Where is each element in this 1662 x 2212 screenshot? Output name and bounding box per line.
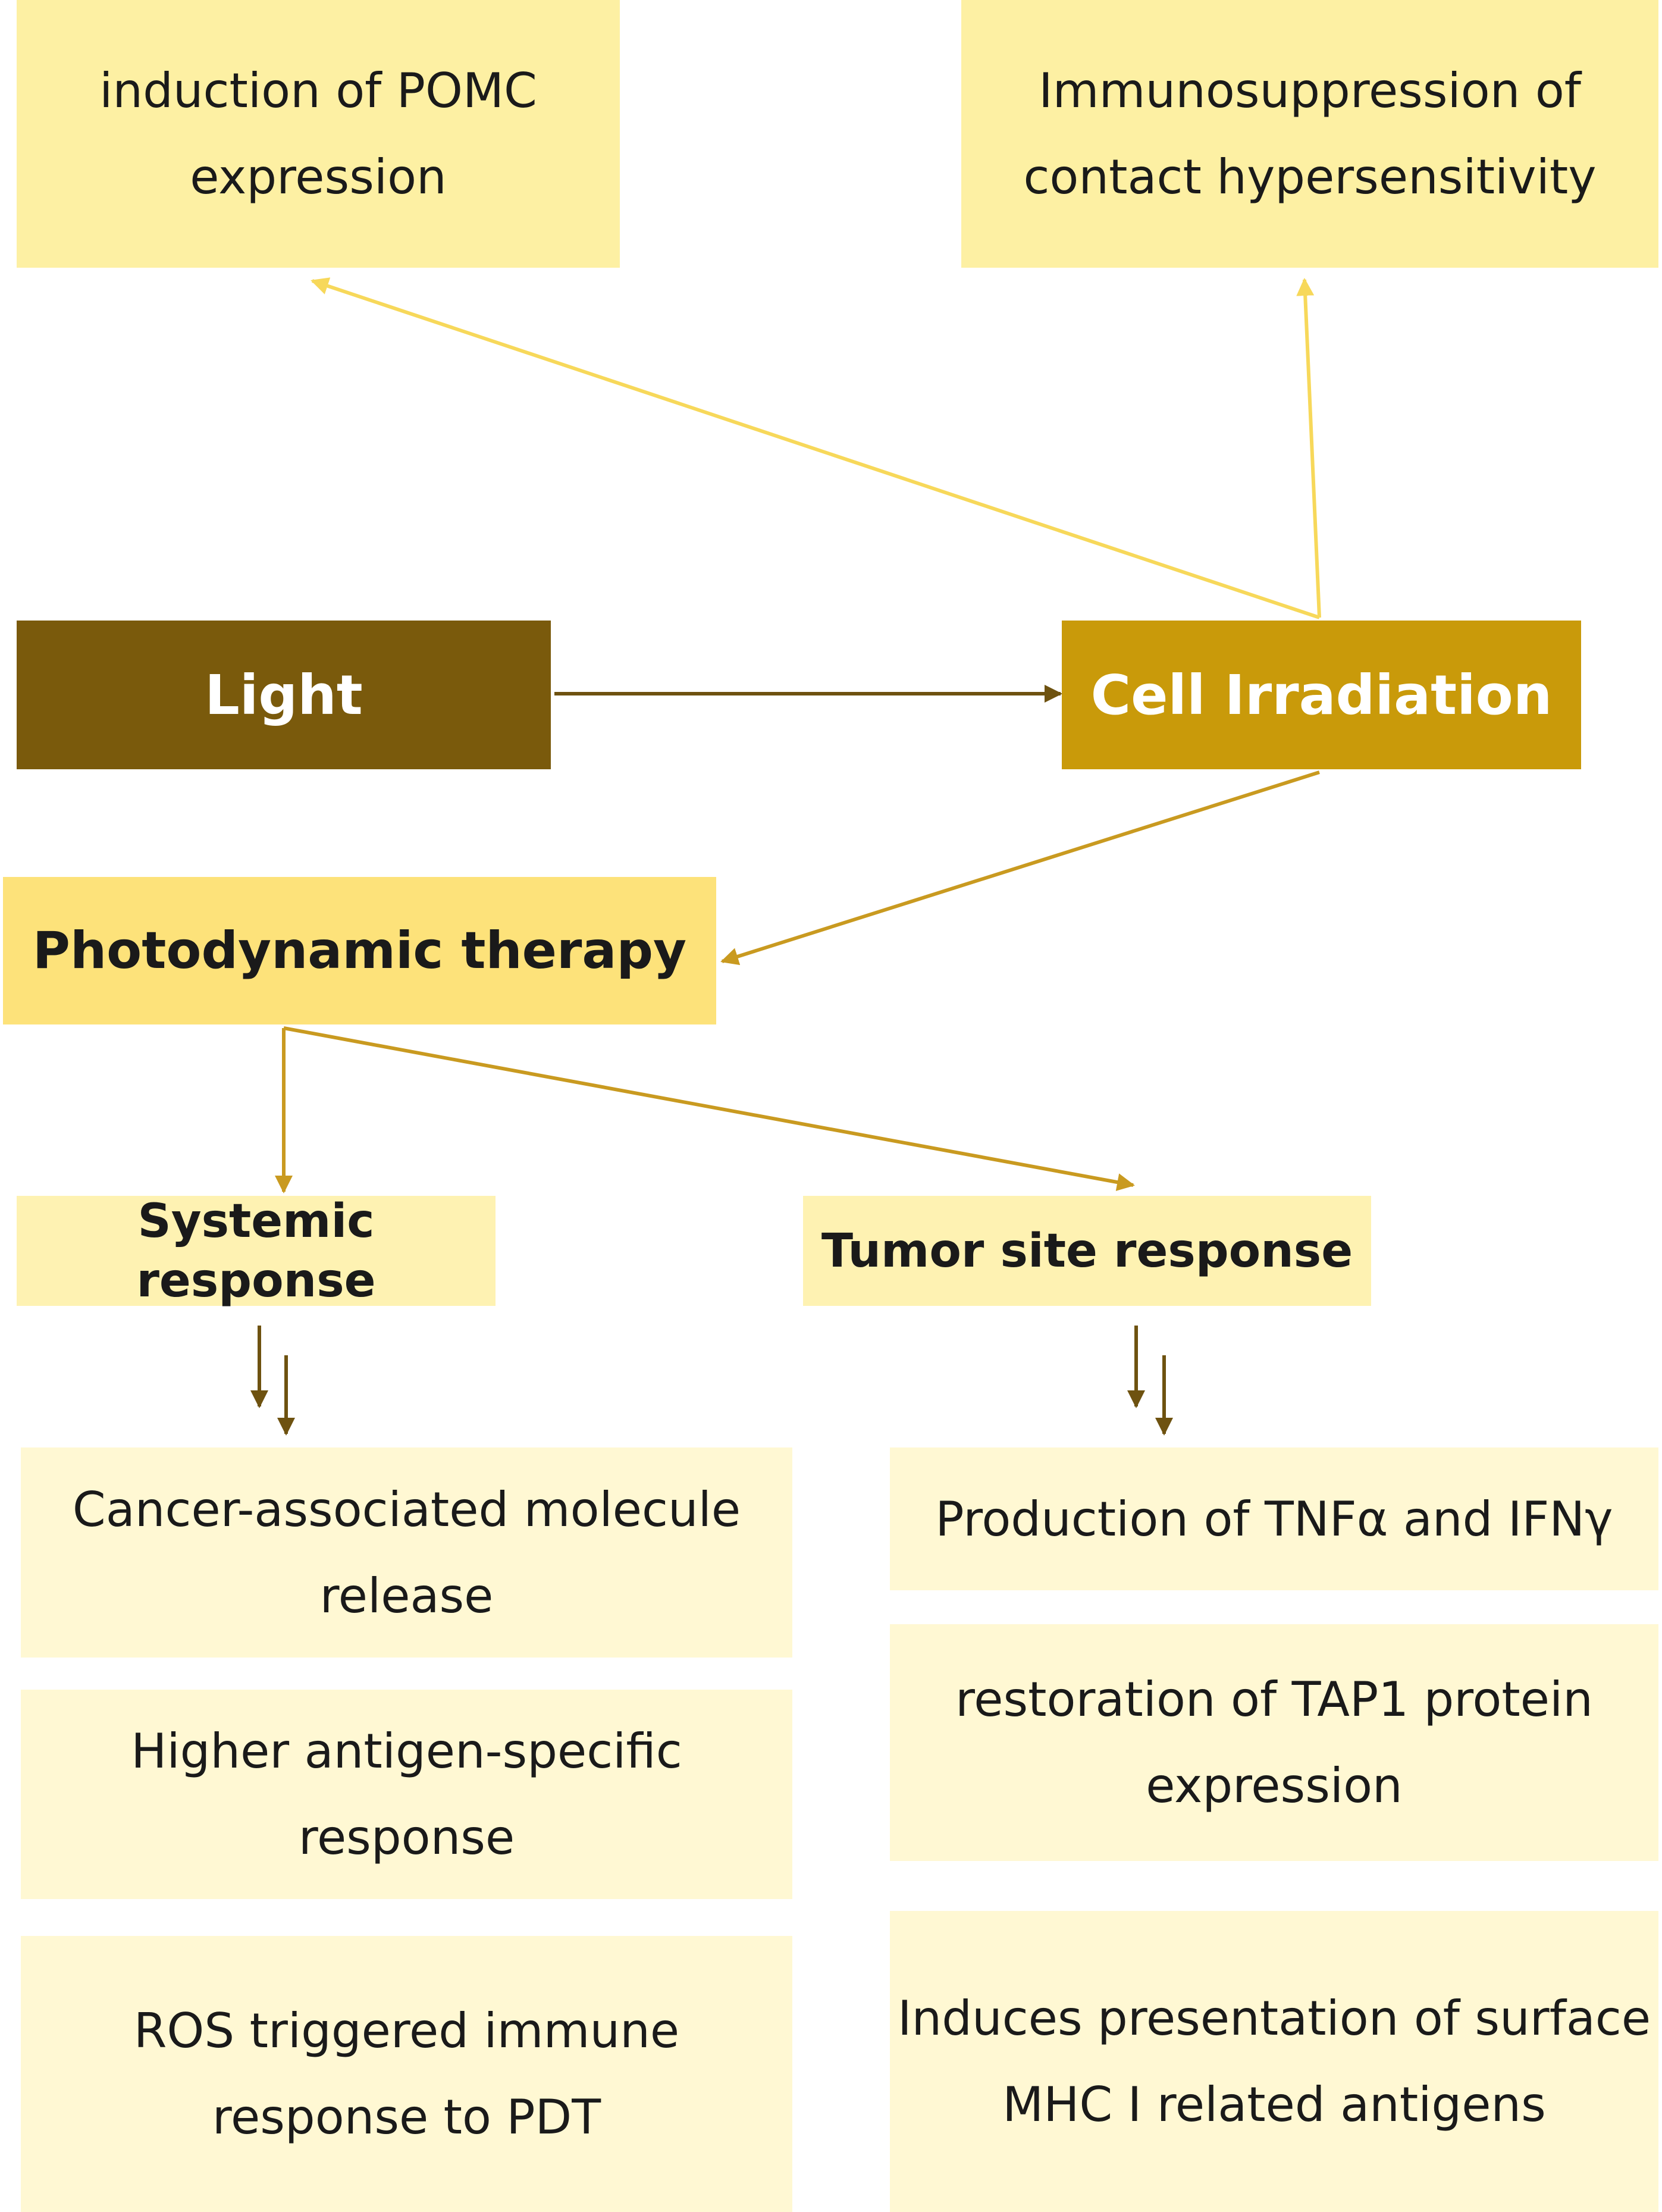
- arrow-irradiation-to-pomc: [311, 277, 1320, 619]
- tumor-site-response-box: Tumor site response: [803, 1196, 1371, 1306]
- photodynamic-therapy-label: Photodynamic therapy: [32, 921, 687, 980]
- systemic-effect-label: Higher antigen-specific response: [131, 1724, 682, 1865]
- cell-irradiation-label: Cell Irradiation: [1090, 663, 1553, 727]
- pomc-induction-box: induction of POMC expression: [17, 0, 620, 268]
- light-box: Light: [17, 621, 551, 769]
- pomc-induction-label: induction of POMC expression: [99, 63, 537, 205]
- arrow-irradiation-to-immunosuppression: [1296, 278, 1321, 618]
- photodynamic-therapy-box: Photodynamic therapy: [3, 877, 716, 1024]
- tumor-effect-box: restoration of TAP1 protein expression: [890, 1624, 1658, 1861]
- tumor-effect-label: restoration of TAP1 protein expression: [955, 1672, 1593, 1813]
- tumor-effect-label: Induces presentation of surface MHC I re…: [897, 1991, 1651, 2132]
- systemic-response-label: Systemic response: [136, 1194, 376, 1308]
- systemic-effect-box: Cancer-associated molecule release: [21, 1447, 792, 1658]
- tumor-site-response-label: Tumor site response: [821, 1224, 1353, 1278]
- systemic-effect-label: ROS triggered immune response to PDT: [133, 2003, 680, 2145]
- arrow-pdt-to-tumor-site: [283, 1026, 1135, 1191]
- systemic-response-box: Systemic response: [17, 1195, 496, 1308]
- systemic-effect-box: Higher antigen-specific response: [21, 1690, 792, 1899]
- immunosuppression-box: Immunosuppression of contact hypersensit…: [961, 0, 1658, 268]
- tumor-effect-label: Production of TNFα and IFNγ: [935, 1491, 1613, 1547]
- tumor-effect-box: Production of TNFα and IFNγ: [890, 1447, 1658, 1590]
- systemic-effect-label: Cancer-associated molecule release: [72, 1481, 741, 1624]
- systemic-effect-box: ROS triggered immune response to PDT: [21, 1936, 792, 2212]
- immunosuppression-label: Immunosuppression of contact hypersensit…: [1023, 63, 1597, 205]
- tumor-effect-box: Induces presentation of surface MHC I re…: [890, 1911, 1658, 2212]
- light-label: Light: [205, 663, 363, 727]
- arrow-irradiation-to-pdt: [720, 770, 1320, 966]
- cell-irradiation-box: Cell Irradiation: [1062, 621, 1581, 769]
